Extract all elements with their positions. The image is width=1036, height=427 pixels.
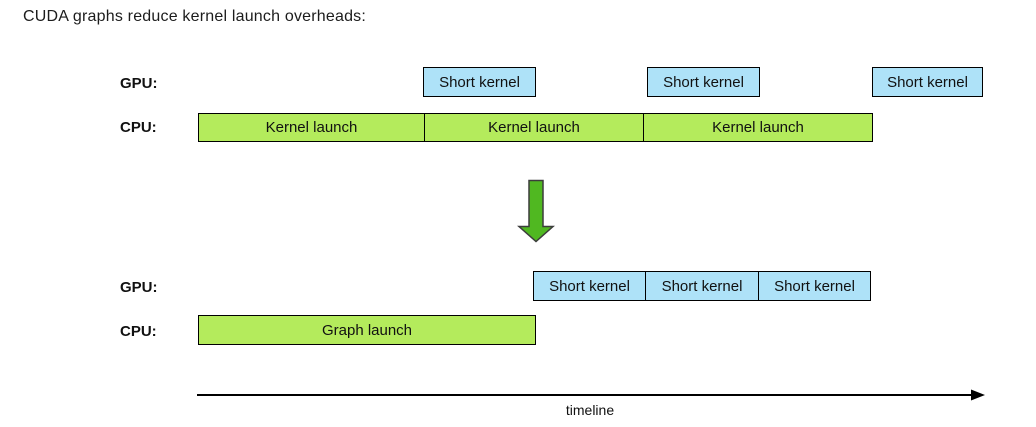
after-gpu-row-label: GPU: [120,279,158,296]
before-cpu-kernel-launch-label-3: Kernel launch [712,119,804,136]
diagram-title: CUDA graphs reduce kernel launch overhea… [23,8,367,25]
before-gpu-short-kernel-label-3: Short kernel [887,73,968,91]
timeline-arrow-icon [197,389,985,401]
before-gpu-short-kernel-box-3: Short kernel [872,67,983,97]
before-cpu-kernel-launch-label-1: Kernel launch [265,119,358,136]
after-gpu-short-kernel-label-2: Short kernel [661,277,743,295]
after-gpu-short-kernel-box-3: Short kernel [758,271,871,301]
after-cpu-graph-launch-label: Graph launch [321,321,413,339]
before-gpu-row-label: GPU: [120,75,158,92]
before-gpu-short-kernel-box-1: Short kernel [423,67,536,97]
after-gpu-short-kernel-box-2: Short kernel [645,271,759,301]
before-cpu-row-label: CPU: [120,119,157,136]
after-gpu-short-kernel-box-1: Short kernel [533,271,646,301]
before-gpu-short-kernel-box-2: Short kernel [647,67,760,97]
down-arrow-icon [517,179,555,243]
timeline-axis-label: timeline [565,402,615,418]
before-cpu-kernel-launch-box-3: Kernel launch [643,113,873,142]
before-cpu-kernel-launch-label-2: Kernel launch [488,119,580,136]
before-gpu-short-kernel-label-1: Short kernel [439,73,520,91]
after-gpu-short-kernel-label-1: Short kernel [549,277,630,295]
before-cpu-kernel-launch-box-2: Kernel launch [424,113,644,142]
before-cpu-kernel-launch-box-1: Kernel launch [198,113,425,142]
before-gpu-short-kernel-label-2: Short kernel [663,73,744,91]
after-cpu-row-label: CPU: [120,323,157,340]
after-cpu-graph-launch-box: Graph launch [198,315,536,345]
after-gpu-short-kernel-label-3: Short kernel [774,277,855,295]
